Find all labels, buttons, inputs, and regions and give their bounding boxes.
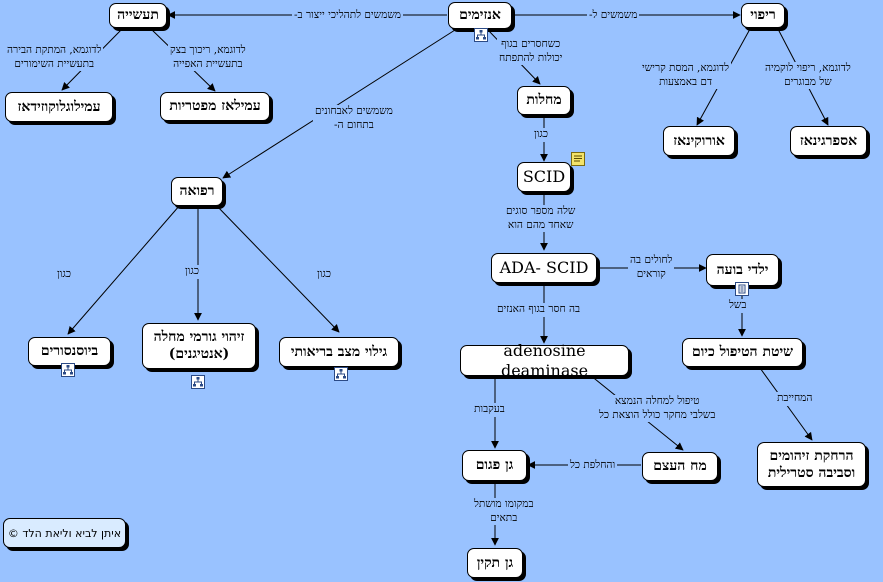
node-amylo[interactable]: עמילוגלוקוזידאז bbox=[5, 92, 113, 122]
label-used-for: משמשים ל- bbox=[587, 9, 640, 23]
concept-map-icon-biosensors[interactable] bbox=[61, 363, 75, 377]
node-bubble-children[interactable]: ילדי בועה bbox=[706, 254, 779, 286]
label-exchange-all: והחלפת כל bbox=[568, 459, 618, 473]
label-such-as-3: כגון bbox=[183, 265, 201, 279]
label-amylase-example: לדוגמא, ריכוך בצק בתעשיית האפייה bbox=[168, 44, 248, 72]
link-medicine-health bbox=[215, 204, 340, 333]
label-treatment-full: טיפול למחלה הנמצא בשלבי מחקר כולל הוצאת … bbox=[597, 395, 718, 423]
node-asparaginase[interactable]: אספרגינאז bbox=[790, 126, 867, 156]
label-amylo-example: לדוגמא, המתקת הבירה בתעשיית השימורים bbox=[5, 44, 104, 72]
node-industry[interactable]: תעשייה bbox=[109, 3, 167, 28]
label-such-as-2: כגון bbox=[55, 268, 73, 282]
node-scid[interactable]: SCID bbox=[517, 162, 571, 192]
node-medicine-main[interactable]: ריפוי bbox=[741, 3, 785, 28]
credit-box: איתן לביא וליאת הלד © bbox=[3, 518, 126, 548]
link-medicine-biosensors bbox=[67, 204, 181, 335]
label-contains: בעקבות bbox=[472, 403, 507, 417]
node-medicine[interactable]: רפואה bbox=[171, 177, 223, 206]
label-when-missing: כשחסרים בגוף יכולות להתפתח bbox=[497, 38, 565, 66]
label-patients-called: לחולים בה קוראים bbox=[628, 254, 675, 282]
node-urokinase[interactable]: אורוקינאז bbox=[663, 126, 735, 156]
node-fixed-gene[interactable]: גן תקין bbox=[467, 548, 523, 578]
document-icon-bubble-children[interactable] bbox=[735, 282, 749, 296]
node-biosensors[interactable]: ביוסנסורים bbox=[28, 337, 111, 366]
node-ada-enzyme[interactable]: adenosine deaminase bbox=[460, 341, 629, 380]
concept-map-icon-health[interactable] bbox=[334, 367, 348, 381]
label-such-as-1: כגון bbox=[532, 128, 550, 142]
label-such-as-4: כגון bbox=[315, 268, 333, 282]
node-sterile[interactable]: הרחקת זיהומים וסביבה סטרילית bbox=[757, 442, 866, 487]
node-antigens[interactable]: זיהוי גורמי מחלה (אנטיגנים) bbox=[142, 323, 256, 369]
link-enzymes-medicine bbox=[222, 29, 456, 179]
node-diseases[interactable]: מחלות bbox=[517, 86, 571, 115]
label-asparaginase-example: לדוגמא, ריפוי לוקמיה של מבוגרים bbox=[763, 62, 853, 90]
label-because-of: בשל bbox=[727, 299, 749, 313]
label-requires: המחייבת bbox=[775, 392, 815, 406]
node-enzymes[interactable]: אנזימים bbox=[448, 2, 512, 29]
note-icon-scid[interactable] bbox=[571, 152, 585, 166]
node-treatment-method[interactable]: שיטת הטיפול כיום bbox=[682, 338, 803, 367]
label-diagnosis-field: משמשים לאבחונים בתחום ה- bbox=[313, 105, 395, 133]
node-faulty-gene[interactable]: גן פגום bbox=[462, 450, 527, 481]
concept-map-icon-enzymes[interactable] bbox=[474, 28, 488, 42]
label-replaced-by: במקומו מושתל בתאים bbox=[472, 498, 536, 526]
node-health[interactable]: גילוי מצב בריאותי bbox=[279, 337, 399, 367]
label-missing-in-body: בה חסר בגוף האנזים bbox=[495, 303, 583, 317]
node-bacterial-amylase[interactable]: עמילאז מפטריות bbox=[160, 92, 270, 121]
label-used-in-production: משמשים לתהליכי ייצור ב- bbox=[292, 9, 403, 23]
label-urokinase-example: לדוגמא, המסת קרישי דם באמצעות bbox=[640, 62, 732, 90]
label-scid-types: שלה מספר סוגים שאחד מהם הוא bbox=[504, 205, 578, 233]
node-bone-marrow[interactable]: מח העצם bbox=[642, 452, 718, 481]
node-ada-scid[interactable]: ADA- SCID bbox=[491, 253, 597, 283]
concept-map-icon-antigens[interactable] bbox=[191, 375, 205, 389]
